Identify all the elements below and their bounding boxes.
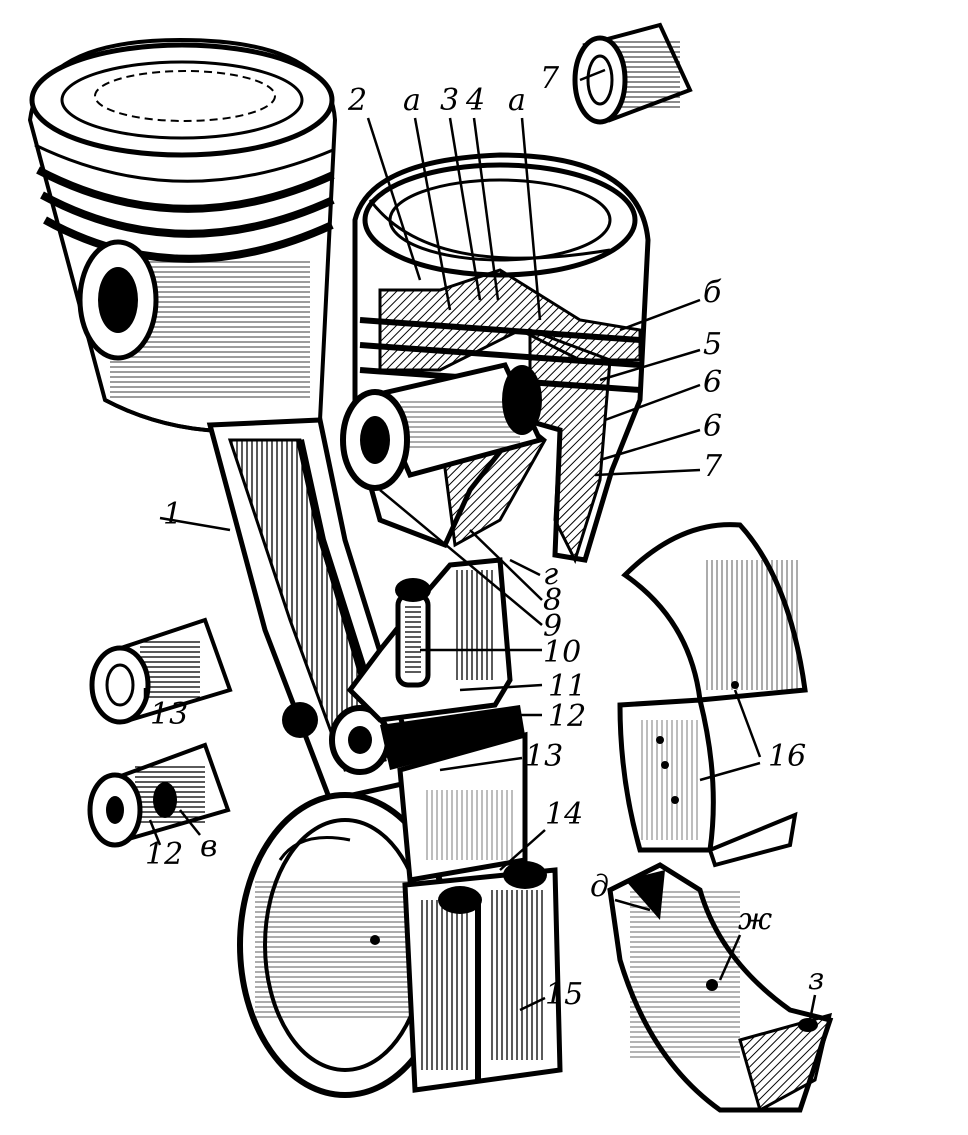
label-2: 2 [348,83,368,118]
label-1: 1 [163,497,183,532]
label-8: 8 [543,583,563,618]
label-7-top: 7 [540,61,560,96]
label-12-center: 12 [548,699,587,734]
label-11: 11 [548,669,587,704]
label-15: 15 [545,977,584,1012]
pin-12-left [87,742,231,848]
label-16: 16 [768,739,807,774]
label-6-a: 6 [703,365,723,400]
label-3: 3 [440,83,460,118]
label-14: 14 [545,797,584,832]
label-7-mid: 7 [703,449,723,484]
label-9: 9 [543,609,563,644]
label-10: 10 [543,635,582,670]
piston-section [340,152,651,564]
leader-lines [143,68,817,1021]
rod-section-center [346,557,525,770]
label-a-left: а [403,83,421,118]
label-13-left: 13 [150,697,189,732]
label-g: г [543,557,559,592]
label-zh: ж [738,902,773,937]
label-6-b: 6 [703,409,723,444]
label-z: з [808,962,825,997]
piston-left [27,37,338,434]
bearing-shell-lower [607,862,834,1113]
label-a-right: а [508,83,526,118]
label-13-center: 13 [525,739,564,774]
bushing-7-top [572,22,693,125]
bearing-shell-upper [617,522,808,868]
label-d: д [590,869,610,904]
label-b: б [703,275,722,310]
label-4: 4 [466,83,486,118]
label-12-left: 12 [145,837,184,872]
label-v: в [200,829,218,864]
label-5: 5 [703,327,723,362]
